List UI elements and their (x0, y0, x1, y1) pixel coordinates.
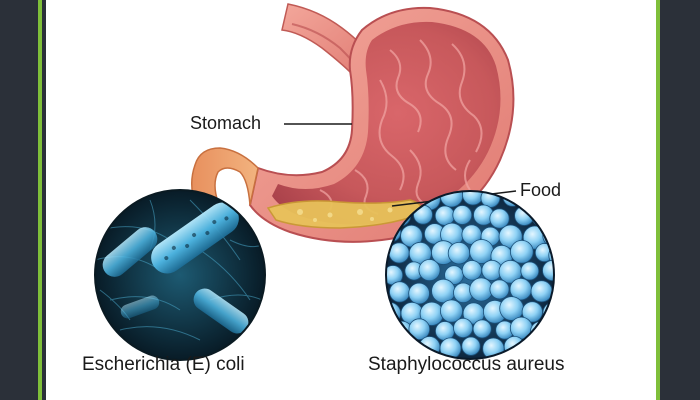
coccus-cell (514, 205, 535, 226)
coccus-cell (469, 239, 495, 264)
coccus-cell (439, 299, 463, 323)
coccus-cell (408, 282, 430, 305)
e-coli-label: Escherichia (E) coli (82, 354, 245, 375)
coccus-cell (389, 281, 411, 303)
staphylococcus-label: Staphylococcus aureus (368, 354, 565, 375)
stomach-illustration (248, 6, 515, 243)
coccus-cell (418, 259, 441, 282)
coccus-cell (386, 301, 402, 325)
left-border (0, 0, 42, 400)
coccus-cell (408, 318, 431, 341)
right-border (656, 0, 700, 400)
coccus-cell (552, 203, 554, 224)
e-coli-micrograph (94, 189, 266, 361)
food-label: Food (520, 180, 562, 200)
coccus-cell (434, 205, 455, 226)
coccus-cell (553, 319, 554, 342)
stomach-label: Stomach (190, 113, 262, 133)
coccus-cell (452, 205, 473, 225)
coccus-cell (520, 261, 540, 281)
coccus-cell (461, 336, 481, 356)
coccus-cell (489, 208, 510, 229)
coccus-cell (469, 277, 494, 302)
coccus-cell (509, 240, 534, 264)
coccus-cell (489, 279, 510, 300)
coccus-cell (530, 203, 554, 228)
coccus-cell (530, 280, 553, 303)
coccus-cell (521, 301, 543, 323)
coccus-cell (447, 241, 471, 265)
coccus-cell (472, 319, 492, 339)
coccus-cell (453, 317, 474, 338)
coccus-cell (431, 278, 456, 304)
coccus-cell (553, 281, 554, 303)
coccus-cell (548, 243, 554, 267)
coccus-cell (461, 260, 483, 281)
